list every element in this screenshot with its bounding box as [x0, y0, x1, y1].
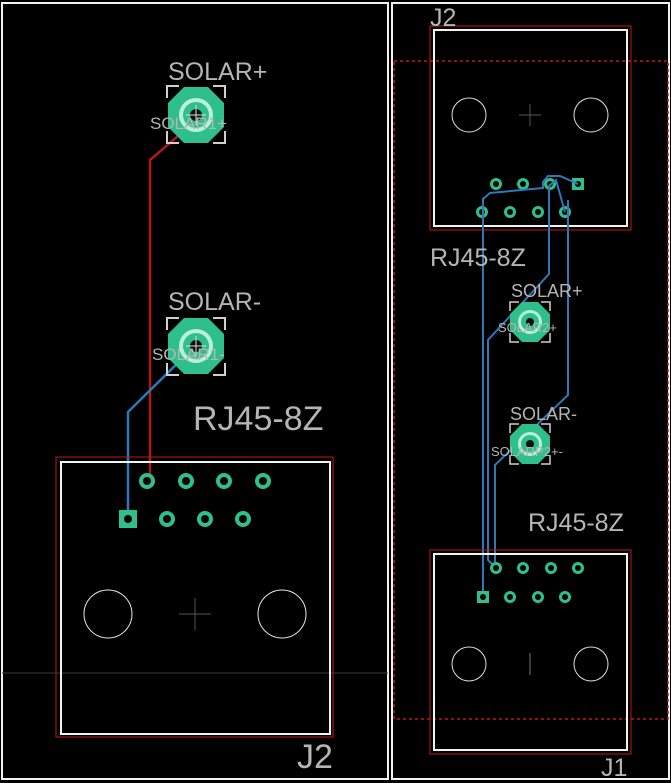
rj45-connector-j1[interactable]	[429, 549, 632, 755]
solar1-minus-pad[interactable]	[166, 317, 226, 376]
solar-minus-label: SOLAR-	[168, 288, 261, 316]
rj45-part-label: RJ45-8Z	[193, 400, 323, 438]
top-connector-ref-label: J2	[430, 4, 456, 32]
bottom-layer-trace-1[interactable]	[482, 175, 579, 597]
solar1-minus-ref-label: SOLAR1-	[152, 345, 225, 364]
solar2-minus-pad[interactable]	[509, 423, 551, 465]
right-board-outline	[391, 2, 670, 780]
connector-ref-label: J2	[297, 738, 333, 776]
rj45-part-label-bottom: RJ45-8Z	[528, 509, 624, 537]
left-board: SOLAR+ SOLAR1+ SOLAR- SOLAR1- RJ45-8Z	[1, 2, 389, 780]
solar-plus-label: SOLAR+	[168, 58, 267, 86]
solar2-plus-pad[interactable]	[509, 301, 551, 343]
connector-courtyard	[55, 456, 334, 738]
connector-body-outline	[60, 461, 331, 735]
solar-plus-label-right: SOLAR+	[511, 281, 583, 301]
right-board: J2 RJ45-8Z SOLAR+ SOLAR2+	[391, 2, 670, 782]
solar1-plus-ref-label: SOLAR1+	[150, 114, 227, 133]
rj45-part-label-top: RJ45-8Z	[430, 244, 526, 272]
solar2-plus-ref-label: SOLAR2+	[498, 320, 557, 335]
solar1-plus-pad[interactable]	[166, 85, 226, 144]
mounting-hole-right	[257, 589, 307, 639]
left-board-outline	[1, 2, 389, 780]
bottom-connector-ref-label: J1	[601, 754, 627, 782]
rj45-connector-j2-top[interactable]	[429, 25, 632, 231]
bottom-layer-trace[interactable]	[126, 344, 197, 518]
mounting-hole-left	[83, 589, 133, 639]
rj45-connector-j2[interactable]	[55, 456, 334, 738]
bottom-layer-trace-2[interactable]	[487, 178, 566, 569]
solar-minus-label-right: SOLAR-	[510, 404, 577, 424]
solar2-minus-ref-label: SOLARP2+-	[491, 444, 563, 459]
right-board-keepout	[393, 60, 669, 720]
